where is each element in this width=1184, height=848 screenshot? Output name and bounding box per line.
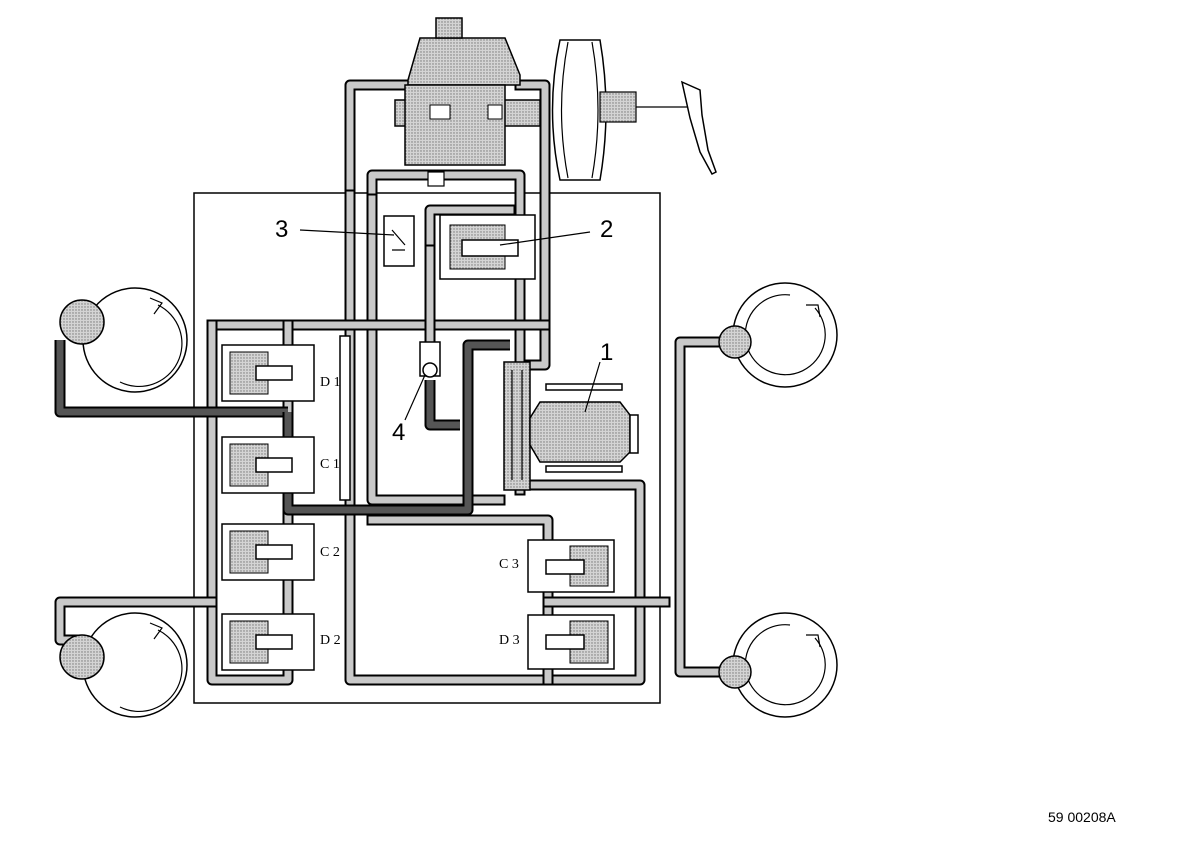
solenoid-valve-c3 [527,539,615,593]
brake-lines [54,79,728,686]
solenoid-valve-d3 [527,614,615,670]
pressure-switch [383,215,415,267]
valve-label-d1: D 1 [320,375,341,390]
callout-3: 3 [275,216,288,243]
valve-label-d2: D 2 [320,633,341,648]
leader-lines [299,229,601,421]
wheel-rear-left [59,612,188,718]
solenoid-valve-c1 [221,436,315,494]
valve-label-c2: C 2 [320,545,340,560]
reference-code: 59 00208A [1048,809,1116,825]
wheel-front-left [59,287,188,393]
callout-1: 1 [600,339,613,366]
wheel-rear-right [718,612,838,718]
solenoid-valve-d2 [221,613,315,671]
valve-label-c3: C 3 [499,557,519,572]
callout-4: 4 [392,419,405,446]
pump-motor [503,361,639,491]
solenoid-valve-d1 [221,344,315,402]
brake-booster [551,39,717,181]
valve-label-c1: C 1 [320,457,340,472]
low-pressure-accumulator [339,335,351,501]
wheel-front-right [718,282,838,388]
pump-piston [439,214,536,280]
check-valve [419,341,441,378]
hydraulic-unit-housing [193,192,661,704]
callout-2: 2 [600,216,613,243]
solenoid-valve-c2 [221,523,315,581]
valve-label-d3: D 3 [499,633,520,648]
master-cylinder [394,17,541,187]
